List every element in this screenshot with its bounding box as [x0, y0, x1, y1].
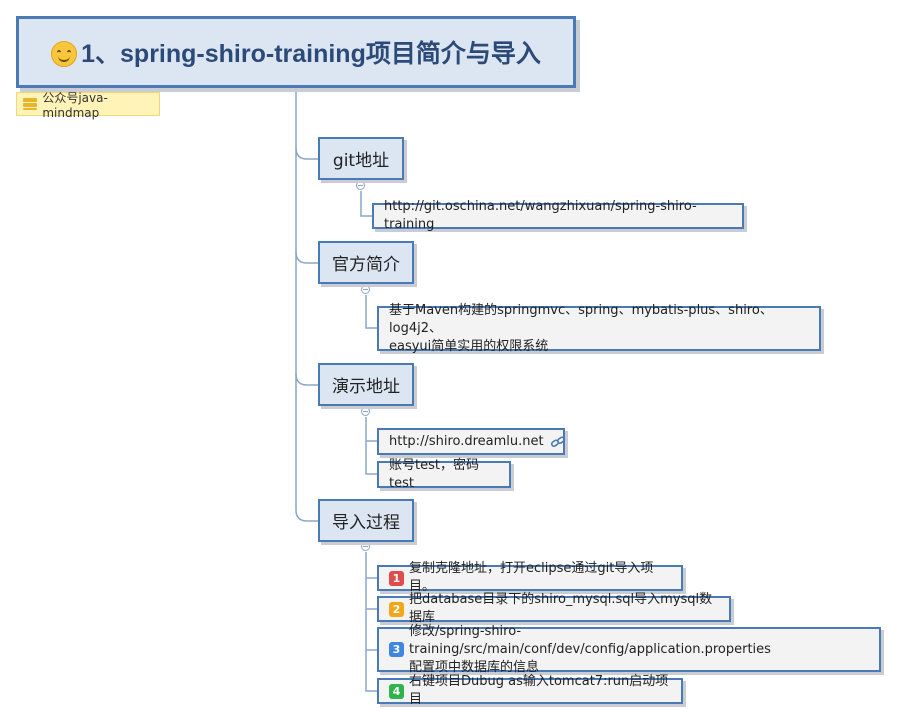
leaf-step-2[interactable]: 2 把database目录下的shiro_mysql.sql导入mysql数据库 — [377, 592, 731, 625]
leaf-text: 把database目录下的shiro_mysql.sql导入mysql数据库 — [409, 592, 713, 625]
collapse-toggle-import[interactable] — [361, 542, 370, 551]
collapse-toggle-git[interactable] — [356, 181, 365, 190]
leaf-step-4[interactable]: 4 右键项目Dubug as输入tomcat7:run启动项目 — [377, 674, 683, 707]
root-title: 1、spring-shiro-training项目简介与导入 — [81, 40, 541, 68]
leaf-text-line1: 修改/spring-shiro-training/src/main/conf/d… — [409, 623, 771, 657]
branch-git-address[interactable]: git地址 — [318, 137, 404, 180]
branch-demo-address[interactable]: 演示地址 — [318, 363, 414, 406]
step-badge-1: 1 — [389, 570, 404, 586]
leaf-text: 账号test，密码test — [389, 457, 479, 491]
link-icon[interactable] — [550, 435, 566, 449]
step-badge-3: 3 — [389, 642, 404, 657]
label-tag: 公众号java-mindmap — [16, 91, 160, 120]
leaf-text-line2: 配置项中数据库的信息 — [409, 659, 540, 675]
smiling-face-emoji — [51, 41, 78, 67]
leaf-text-line1: 基于Maven构建的springmvc、spring、mybatis-plus、… — [389, 302, 773, 336]
stack-icon — [23, 98, 37, 110]
collapse-toggle-intro[interactable] — [361, 285, 370, 294]
step-badge-2: 2 — [389, 601, 404, 617]
branch-import-process[interactable]: 导入过程 — [318, 499, 414, 542]
leaf-text: 右键项目Dubug as输入tomcat7:run启动项目 — [409, 674, 669, 707]
leaf-demo-url[interactable]: http://shiro.dreamlu.net — [377, 428, 565, 455]
leaf-step-1[interactable]: 1 复制克隆地址，打开eclipse通过git导入项目。 — [377, 561, 683, 594]
tag-label: 公众号java-mindmap — [42, 90, 108, 120]
leaf-text: http://git.oschina.net/wangzhixuan/sprin… — [384, 199, 697, 232]
leaf-demo-account[interactable]: 账号test，密码test — [377, 458, 511, 491]
root-topic[interactable]: 1、spring-shiro-training项目简介与导入 — [16, 16, 576, 88]
branch-label: 官方简介 — [332, 255, 400, 275]
step-badge-4: 4 — [389, 683, 404, 699]
leaf-text-line2: easyui简单实用的权限系统 — [389, 338, 549, 354]
leaf-intro-description[interactable]: 基于Maven构建的springmvc、spring、mybatis-plus、… — [377, 302, 821, 354]
leaf-git-url[interactable]: http://git.oschina.net/wangzhixuan/sprin… — [372, 199, 744, 232]
leaf-text: 复制克隆地址，打开eclipse通过git导入项目。 — [409, 561, 654, 594]
branch-label: 导入过程 — [332, 513, 400, 533]
leaf-step-3[interactable]: 3 修改/spring-shiro-training/src/main/conf… — [377, 623, 881, 675]
branch-official-intro[interactable]: 官方简介 — [318, 241, 414, 284]
collapse-toggle-demo[interactable] — [361, 407, 370, 416]
branch-label: 演示地址 — [332, 377, 400, 397]
leaf-text: http://shiro.dreamlu.net — [389, 433, 544, 449]
branch-label: git地址 — [332, 151, 390, 171]
